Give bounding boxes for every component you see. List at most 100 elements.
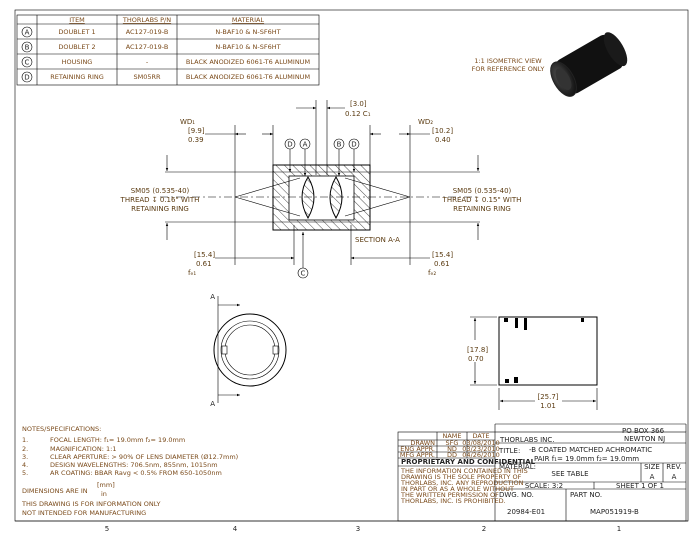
svg-text:A: A [672, 473, 677, 481]
thread-left-1: SM05 (0.535-40) [131, 187, 190, 195]
width-in: 1.01 [540, 402, 556, 410]
width-mm: [25.7] [537, 393, 558, 401]
bom-item: DOUBLET 2 [58, 43, 95, 51]
svg-text:DD: DD [447, 451, 457, 459]
doublet-b [329, 176, 343, 220]
info-line-1: THIS DRAWING IS FOR INFORMATION ONLY [21, 500, 161, 508]
bom-table: ITEM THORLABS P/N MATERIAL A DOUBLET 1 A… [16, 14, 320, 86]
bom-material: N-BAF10 & N-SF6HT [215, 28, 280, 36]
svg-text:THE WRITTEN PERMISSION OF: THE WRITTEN PERMISSION OF [400, 491, 499, 499]
svg-text:NEWTON NJ: NEWTON NJ [624, 435, 665, 443]
svg-text:5.: 5. [22, 469, 28, 477]
c1-dim-mm: [3.0] [350, 100, 367, 108]
sheet: SHEET 1 OF 1 [616, 482, 664, 490]
scale: SCALE: 3:2 [525, 482, 563, 490]
svg-text:DWG. NO.: DWG. NO. [499, 491, 534, 499]
wd2-mm: [10.2] [432, 127, 453, 135]
svg-text:MFG APPR.: MFG APPR. [400, 451, 435, 459]
note-3: CLEAR APERTURE: > 90% OF LENS DIAMETER (… [50, 453, 238, 461]
bom-row: D RETAINING RING SM05RR BLACK ANODIZED 6… [21, 71, 310, 83]
svg-text:1: 1 [617, 525, 621, 533]
svg-text:ND: ND [447, 445, 457, 453]
svg-text:SFG: SFG [446, 439, 459, 447]
bom-header-pn: THORLABS P/N [122, 16, 171, 24]
balloon-c: C [297, 232, 309, 279]
wd2-label: WD₂ [418, 118, 433, 126]
bom-row: A DOUBLET 1 AC127-019-B N-BAF10 & N-SF6H… [21, 26, 281, 38]
svg-text:A: A [650, 473, 655, 481]
note-2: MAGNIFICATION: 1:1 [50, 445, 116, 453]
notes-title: NOTES/SPECIFICATIONS: [22, 425, 101, 433]
doublet-a [301, 176, 315, 220]
svg-text:04/26/2010: 04/26/2010 [462, 451, 499, 459]
svg-text:in: in [101, 490, 107, 498]
note-1: FOCAL LENGTH: f₁= 19.0mm f₂= 19.0mm [50, 436, 185, 444]
bom-header-material: MATERIAL [232, 16, 265, 24]
bom-row: B DOUBLET 2 AC127-019-B N-BAF10 & N-SF6H… [21, 41, 281, 53]
wd1-mm: [9.9] [188, 127, 205, 135]
iso-caption-2: FOR REFERENCE ONLY [472, 65, 545, 73]
fb1-mm: [15.4] [194, 251, 215, 259]
wd1-in: 0.39 [188, 136, 204, 144]
svg-text:3.: 3. [22, 453, 28, 461]
svg-text:DATE: DATE [473, 432, 490, 440]
bom-tag: D [24, 74, 29, 82]
svg-text:TITLE:: TITLE: [498, 447, 520, 455]
svg-text:PART NO.: PART NO. [570, 491, 602, 499]
fb1-in: 0.61 [196, 260, 212, 268]
bom-material: BLACK ANODIZED 6061-T6 ALUMINUM [186, 73, 310, 81]
lens-tube-render-icon [550, 32, 628, 97]
part-number: MAP051919-B [590, 508, 639, 516]
fb1-label: fₑ₁ [188, 269, 196, 277]
fb2-in: 0.61 [434, 260, 450, 268]
svg-text:IN PART OR AS A WHOLE WITHOUT: IN PART OR AS A WHOLE WITHOUT [401, 485, 514, 493]
bom-pn: AC127-019-B [126, 43, 169, 51]
bom-item: HOUSING [62, 58, 93, 66]
svg-text:4.: 4. [22, 461, 28, 469]
bom-tag: A [25, 29, 30, 37]
height-mm: [17.8] [467, 346, 488, 354]
bom-header-item: ITEM [69, 16, 85, 24]
svg-text:2.: 2. [22, 445, 28, 453]
c1-dim-in: 0.12 C₁ [345, 110, 371, 118]
svg-text:A: A [303, 141, 308, 149]
svg-text:NAME: NAME [442, 432, 461, 440]
bom-pn: SM05RR [133, 73, 161, 81]
info-line-2: NOT INTENDED FOR MANUFACTURING [22, 509, 146, 517]
svg-text:D: D [287, 141, 292, 149]
section-arrow-label-bottom: A [210, 400, 215, 408]
svg-text:REV.: REV. [666, 463, 681, 471]
thread-right-3: RETAINING RING [453, 205, 511, 213]
fb2-mm: [15.4] [432, 251, 453, 259]
company-name: THORLABS INC. [499, 436, 555, 444]
wd2-in: 0.40 [435, 136, 451, 144]
svg-text:C: C [301, 270, 306, 278]
iso-caption-1: 1:1 ISOMETRIC VIEW [474, 57, 542, 65]
height-in: 0.70 [468, 355, 484, 363]
drawing-title-1: -B COATED MATCHED ACHROMATIC [529, 446, 652, 454]
svg-text:PO BOX 366: PO BOX 366 [622, 427, 665, 435]
bom-item: RETAINING RING [50, 73, 104, 81]
balloon-a: A [299, 138, 311, 176]
svg-text:1.: 1. [22, 436, 28, 444]
svg-text:B: B [337, 141, 342, 149]
svg-text:[mm]: [mm] [97, 481, 115, 489]
material-value: SEE TABLE [551, 470, 588, 478]
svg-text:D: D [351, 141, 356, 149]
svg-text:SIZE: SIZE [644, 463, 660, 471]
end-view: A A [210, 293, 287, 408]
svg-text:MATERIAL:: MATERIAL: [499, 463, 536, 471]
isometric-view: 1:1 ISOMETRIC VIEW FOR REFERENCE ONLY [472, 32, 628, 97]
wd1-label: WD₁ [180, 118, 195, 126]
side-view: [17.8] 0.70 [25.7] 1.01 [467, 316, 598, 410]
section-arrow-label-top: A [210, 293, 215, 301]
bom-tag: C [25, 59, 30, 67]
svg-text:THORLABS, INC. IS PROHIBITED.: THORLABS, INC. IS PROHIBITED. [400, 497, 506, 505]
dwg-number: 20984-E01 [507, 508, 545, 516]
bom-material: N-BAF10 & N-SF6HT [215, 43, 280, 51]
balloon-d-left: D [284, 138, 296, 172]
svg-text:03/23/2010: 03/23/2010 [462, 445, 499, 453]
note-5: AR COATING: BBAR Ravg < 0.5% FROM 650-10… [50, 469, 222, 477]
